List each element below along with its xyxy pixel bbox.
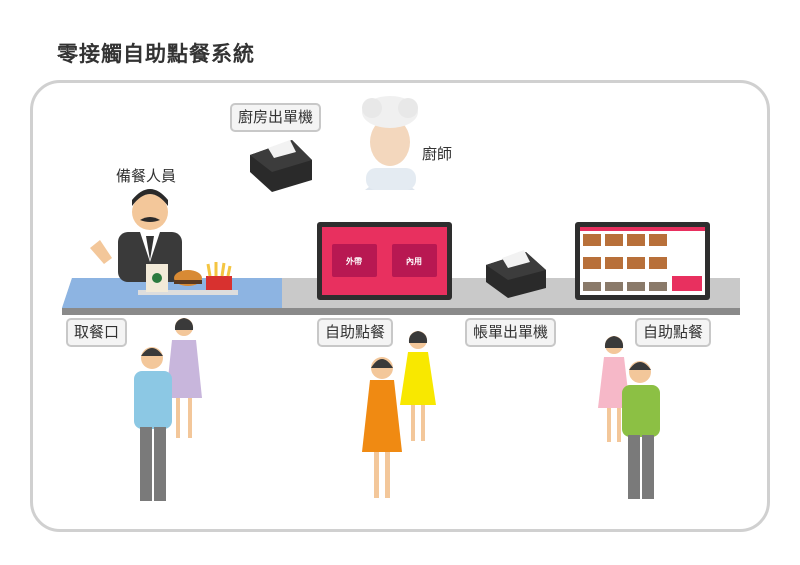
page-title: 零接觸自助點餐系統 [57,42,255,66]
customer-man-green [622,361,660,499]
chef-label: 廚師 [422,145,453,163]
dine-in-label: 內用 [406,256,422,266]
dine-in-button [392,244,437,277]
takeout-button [332,244,377,277]
customer-woman-yellow [400,331,436,441]
takeout-label: 外帶 [346,256,362,266]
prep-staff-figure [90,189,182,282]
kiosk-right-label: 自助點餐 [635,318,712,347]
chef-figure [362,96,418,190]
kiosk-left-label: 自助點餐 [317,318,394,347]
food-tray [138,262,238,295]
kiosk-right-screen [575,222,710,300]
kitchen-printer-label: 廚房出單機 [230,103,322,132]
bill-printer-icon [486,250,546,298]
kiosk-left-screen: 外帶 內用 [317,222,452,300]
customer-man-blue [134,347,172,501]
customer-figures [134,318,660,501]
customer-woman-lavender [166,318,202,438]
kitchen-printer-icon [250,140,312,192]
prep-staff-label: 備餐人員 [116,167,177,185]
bill-printer-label: 帳單出單機 [465,318,557,347]
diagram-frame [30,80,770,532]
customer-woman-orange [362,357,402,498]
pickup-window-label: 取餐口 [66,318,128,347]
